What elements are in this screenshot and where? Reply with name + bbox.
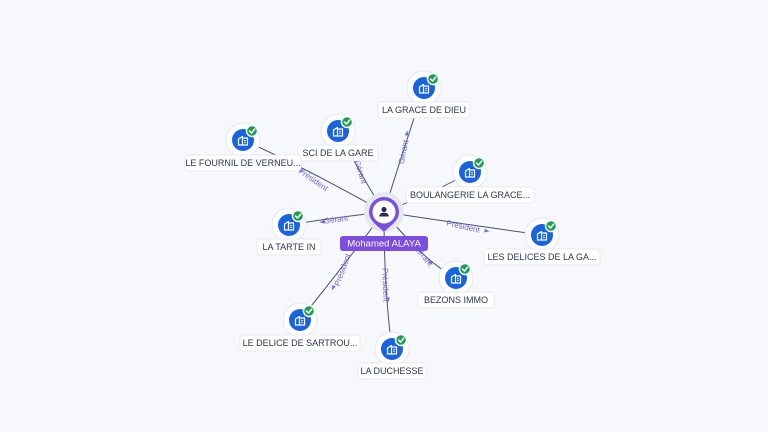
verified-check-icon — [472, 156, 486, 170]
company-label[interactable]: LA GRACE DE DIEU — [377, 101, 471, 119]
verified-check-icon — [340, 115, 354, 129]
company-label[interactable]: LA TARTE IN — [256, 238, 322, 256]
company-name: BEZONS IMMO — [424, 295, 488, 305]
edge-relation-label: Gérant — [352, 159, 368, 186]
label-box — [184, 154, 302, 172]
company-node[interactable] — [374, 331, 410, 367]
verified-check-icon — [302, 304, 316, 318]
building-icon — [464, 167, 476, 178]
building-icon — [237, 135, 249, 146]
company-node[interactable] — [225, 122, 261, 158]
company-name: LA GRACE DE DIEU — [382, 105, 466, 115]
company-node[interactable] — [282, 302, 318, 338]
company-label[interactable]: LA DUCHESSE — [357, 362, 427, 380]
person-name: Mohamed ALAYA — [347, 239, 421, 250]
person-icon — [379, 206, 389, 217]
edge: Président — [299, 211, 385, 321]
label-box — [417, 291, 495, 309]
company-node[interactable] — [452, 154, 488, 190]
company-node[interactable] — [438, 260, 474, 296]
company-label[interactable]: BOULANGERIE LA GRACE... — [405, 186, 535, 204]
edge-relation-label: Président — [446, 219, 482, 235]
company-label[interactable]: SCI DE LA GARE — [297, 144, 379, 162]
verified-check-icon — [426, 72, 440, 86]
company-name: LE DELICE DE SARTROU... — [243, 338, 358, 348]
building-icon — [450, 273, 462, 284]
label-box — [357, 362, 427, 380]
arrow-icon — [319, 219, 325, 224]
verified-check-icon — [458, 262, 472, 276]
label-box — [256, 238, 322, 256]
edge: Président — [383, 211, 543, 236]
arrow-icon — [404, 130, 409, 136]
company-label[interactable]: LES DELICES DE LA GA... — [483, 248, 601, 266]
edge-relation-label: Président — [333, 252, 353, 288]
company-name: BOULANGERIE LA GRACE... — [410, 190, 530, 200]
company-name: LES DELICES DE LA GA... — [487, 252, 596, 262]
company-label[interactable]: BEZONS IMMO — [417, 291, 495, 309]
edge: Président — [380, 211, 393, 350]
company-node[interactable] — [524, 217, 560, 253]
building-icon — [283, 220, 295, 231]
building-icon — [418, 83, 430, 94]
arrow-icon — [427, 259, 433, 265]
label-box — [405, 186, 535, 204]
arrow-icon — [331, 284, 336, 291]
company-label[interactable]: LE DELICE DE SARTROU... — [239, 334, 361, 352]
edge-relation-label: Gérant — [397, 138, 411, 164]
verified-check-icon — [245, 124, 259, 138]
building-icon — [332, 126, 344, 137]
company-name: SCI DE LA GARE — [302, 148, 373, 158]
company-node[interactable] — [406, 70, 442, 106]
label-box — [239, 334, 361, 352]
center-person-node[interactable]: Mohamed ALAYA — [340, 192, 428, 251]
label-box — [297, 144, 379, 162]
company-label[interactable]: LE FOURNIL DE VERNEU... — [184, 154, 302, 172]
company-node[interactable] — [271, 207, 307, 243]
arrow-icon — [386, 297, 390, 303]
building-icon — [294, 315, 306, 326]
label-box — [483, 248, 601, 266]
center-label-box — [340, 236, 428, 251]
verified-check-icon — [544, 219, 558, 233]
company-name: LE FOURNIL DE VERNEU... — [185, 158, 300, 168]
center-name-label[interactable]: Mohamed ALAYA — [340, 236, 428, 251]
verified-check-icon — [291, 209, 305, 223]
verified-check-icon — [394, 333, 408, 347]
building-icon — [386, 344, 398, 355]
building-icon — [536, 230, 548, 241]
arrow-icon — [484, 228, 490, 233]
label-box — [377, 101, 471, 119]
edge-relation-label: Président — [380, 268, 390, 303]
company-node[interactable] — [320, 113, 356, 149]
edge-relation-label: Gérant — [323, 213, 349, 225]
company-name: LA DUCHESSE — [360, 366, 423, 376]
company-name: LA TARTE IN — [262, 242, 315, 252]
